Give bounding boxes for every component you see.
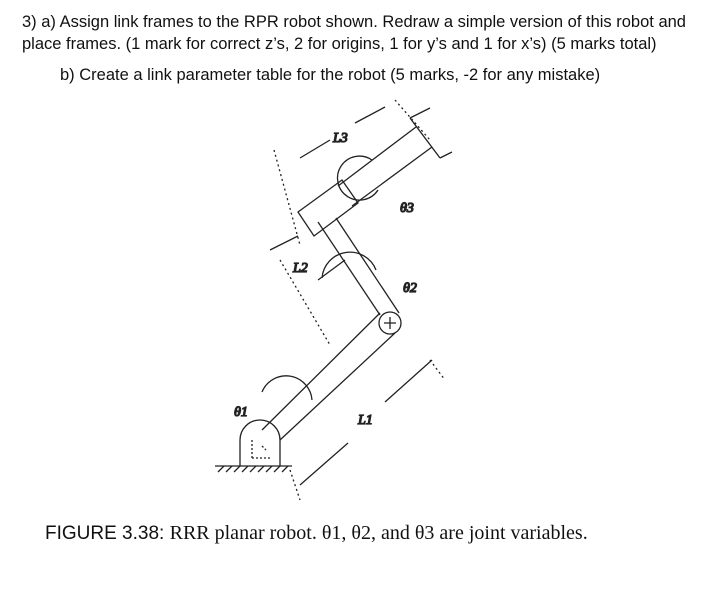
caption-text: RRR planar robot. θ1, θ2, and θ3 are joi… [169,522,588,544]
dimension-lines [273,99,446,501]
theta3-arc [336,155,379,201]
theta2-arc [321,251,377,279]
caption-label: FIGURE 3.38: [45,523,165,544]
label-theta2: θ2 [403,281,417,296]
label-L2: L2 [292,261,308,276]
figure-caption: FIGURE 3.38: RRR planar robot. θ1, θ2, a… [45,522,588,545]
label-L1: L1 [357,413,373,428]
question-part-b: b) Create a link parameter table for the… [60,66,601,84]
dimension-arrows [269,106,433,486]
rrr-robot-figure: L3 θ3 L2 θ2 θ1 L1 [215,99,453,501]
joint-2-plus-icon [384,317,396,329]
link-3-block [297,179,359,237]
link-3 [337,107,453,207]
link-1 [261,312,396,441]
question-part-a-line2: place frames. (1 mark for correct z’s, 2… [22,35,657,53]
label-theta1: θ1 [234,405,248,420]
base-joint [239,419,281,466]
joint-2 [378,311,402,335]
link-2 [317,217,400,316]
ground-hatch [215,465,292,473]
question-part-a-line1: 3) a) Assign link frames to the RPR robo… [22,13,686,31]
theta1-arc [261,375,313,401]
base-frame-arrows [251,440,270,459]
label-L3: L3 [332,131,348,146]
label-theta3: θ3 [400,201,414,216]
